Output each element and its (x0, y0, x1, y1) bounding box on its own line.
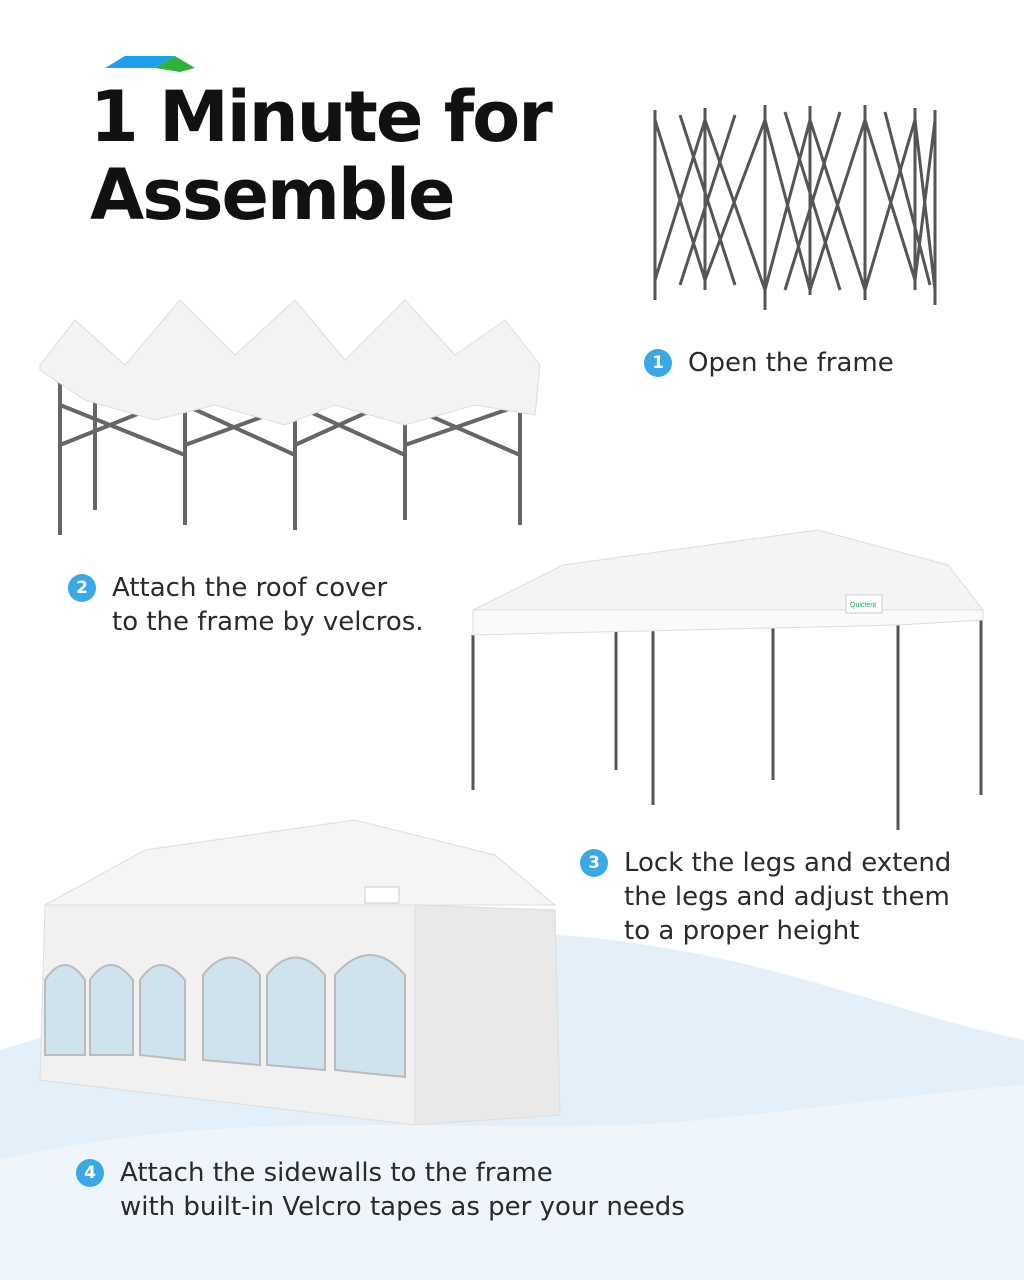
step-text: Open the frame (688, 348, 894, 378)
brand-logo-icon (105, 56, 195, 72)
folded-frame-image (653, 105, 937, 310)
title-line-1: 1 Minute for (90, 76, 553, 158)
step-text-line: to a proper height (624, 916, 860, 946)
step-2: 2 Attach the roof cover to the frame by v… (68, 571, 424, 639)
tent-with-sidewalls-image (39, 819, 561, 1125)
step-number-badge: 2 (68, 574, 96, 602)
roof-attach-image (39, 299, 541, 535)
step-number-badge: 4 (76, 1159, 104, 1187)
step-text-line: Attach the sidewalls to the frame (120, 1158, 553, 1188)
step-text-line: the legs and adjust them (624, 882, 950, 912)
step-text: Attach the roof cover to the frame by vel… (112, 571, 424, 639)
step-text-line: to the frame by velcros. (112, 607, 424, 637)
canopy-tent-image: Quictent (471, 529, 985, 830)
step-3: 3 Lock the legs and extend the legs and a… (580, 846, 951, 948)
step-1: 1 Open the frame (644, 346, 894, 380)
step-text-line: Attach the roof cover (112, 573, 388, 603)
step-number-badge: 3 (580, 849, 608, 877)
step-text-line: Lock the legs and extend (624, 848, 952, 878)
brand-label: Quictent (850, 602, 876, 609)
step-text: Attach the sidewalls to the frame with bu… (120, 1156, 685, 1224)
step-number-badge: 1 (644, 349, 672, 377)
page-title: 1 Minute for Assemble (90, 76, 553, 236)
step-4: 4 Attach the sidewalls to the frame with … (76, 1156, 685, 1224)
step-text-line: with built-in Velcro tapes as per your n… (120, 1192, 685, 1222)
step-text: Lock the legs and extend the legs and adj… (624, 846, 951, 948)
title-line-2: Assemble (90, 154, 455, 236)
